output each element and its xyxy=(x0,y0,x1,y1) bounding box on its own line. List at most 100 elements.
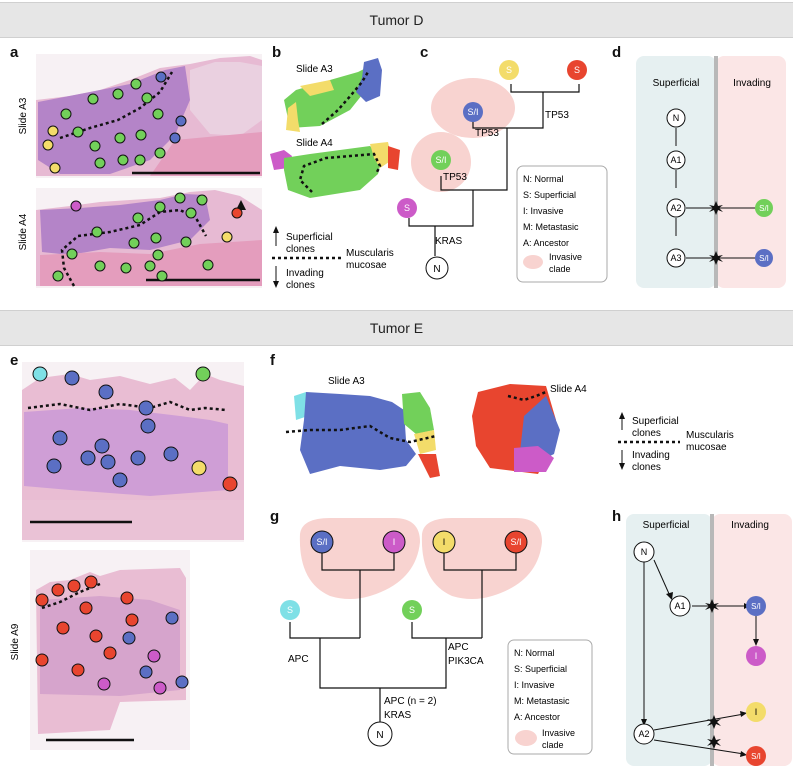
svg-text:S: S xyxy=(506,65,512,75)
svg-text:A1: A1 xyxy=(674,601,685,611)
svg-text:Invasive: Invasive xyxy=(549,252,582,262)
svg-text:M: Metastasic: M: Metastasic xyxy=(523,222,579,232)
svg-text:Superficial: Superficial xyxy=(643,520,690,531)
svg-text:N: N xyxy=(673,113,680,123)
muscularis-line-f xyxy=(285,424,437,444)
panel-h: Superficial Invading xyxy=(626,514,792,768)
panel-g: S/I I I S/I S S N APC APC PIK3CA APC (n … xyxy=(270,510,610,766)
slide-a4-label-b: Slide A4 xyxy=(296,138,333,149)
svg-text:APC: APC xyxy=(448,642,469,653)
clone-dots-e xyxy=(32,366,238,492)
svg-text:Slide A4: Slide A4 xyxy=(550,384,587,395)
svg-text:S: Superficial: S: Superficial xyxy=(514,664,567,674)
svg-text:I: Invasive: I: Invasive xyxy=(523,206,564,216)
svg-text:S/I: S/I xyxy=(435,155,446,165)
svg-text:A1: A1 xyxy=(670,155,681,165)
node-s-pink xyxy=(397,198,417,218)
f-slide-a4-map xyxy=(472,384,560,474)
svg-text:S/I: S/I xyxy=(759,254,769,263)
panel-e: Slide A9 xyxy=(0,350,250,760)
svg-text:S: S xyxy=(287,605,293,615)
svg-text:S/I: S/I xyxy=(510,537,521,547)
slide-a3-clone-map xyxy=(284,58,382,132)
svg-text:Invading: Invading xyxy=(632,450,670,461)
svg-text:N: N xyxy=(376,730,383,741)
svg-text:A2: A2 xyxy=(638,729,649,739)
slide-a3-label: Slide A3 xyxy=(18,97,29,134)
svg-text:Invading: Invading xyxy=(286,268,324,279)
panel-label-d: d xyxy=(612,44,622,61)
svg-text:I: I xyxy=(755,707,758,717)
svg-text:Invasive: Invasive xyxy=(542,728,575,738)
svg-text:I: I xyxy=(393,537,396,547)
svg-text:clones: clones xyxy=(632,462,661,473)
svg-text:A3: A3 xyxy=(670,253,681,263)
svg-text:M: Metastasic: M: Metastasic xyxy=(514,696,570,706)
legend-g: N: Normal S: Superficial I: Invasive M: … xyxy=(507,639,593,755)
svg-text:Muscularis: Muscularis xyxy=(686,430,734,441)
tumor-e-slide-top xyxy=(22,362,244,542)
svg-text:N: Normal: N: Normal xyxy=(523,174,564,184)
slide-a4-clone-map xyxy=(270,142,400,198)
node-s-yellow xyxy=(499,60,519,80)
svg-text:Superficial: Superficial xyxy=(286,232,333,243)
panel-label-a: a xyxy=(10,44,19,61)
clone-dots-a9 xyxy=(35,575,189,695)
muscularis-line-b3 xyxy=(321,71,370,125)
svg-text:S/I: S/I xyxy=(316,537,327,547)
svg-text:A: Ancestor: A: Ancestor xyxy=(514,712,560,722)
muscularis-line-b4 xyxy=(298,152,382,193)
svg-text:Invading: Invading xyxy=(731,520,769,531)
panel-a: Slide A3 Slide A4 xyxy=(0,40,270,300)
legend-b: Superficial clones Muscularis mucosae In… xyxy=(272,226,394,291)
svg-text:S/I: S/I xyxy=(759,204,769,213)
superficial-region-h xyxy=(626,514,712,766)
muscularis-line-e xyxy=(27,400,227,412)
svg-text:A2: A2 xyxy=(670,203,681,213)
invading-region-d xyxy=(716,56,786,288)
clone-dots-a4 xyxy=(52,192,243,282)
tree-c xyxy=(408,84,580,256)
svg-text:S: Superficial: S: Superficial xyxy=(523,190,576,200)
svg-text:Invading: Invading xyxy=(733,78,771,89)
slide-a4-label: Slide A4 xyxy=(18,213,29,250)
svg-text:S/I: S/I xyxy=(751,752,761,761)
tree-g xyxy=(289,552,517,722)
triangle-marker xyxy=(236,200,246,210)
panel-label-c: c xyxy=(420,44,429,61)
svg-text:clade: clade xyxy=(542,740,564,750)
svg-text:I: I xyxy=(755,651,758,661)
svg-text:clones: clones xyxy=(286,244,315,255)
svg-text:S: S xyxy=(404,203,410,213)
svg-text:mucosae: mucosae xyxy=(686,442,727,453)
slide-a9-label: Slide A9 xyxy=(10,623,21,660)
panel-b: Slide A3 Slide A4 Superficial clones Mus… xyxy=(270,50,420,300)
svg-text:APC (n = 2): APC (n = 2) xyxy=(384,696,437,707)
svg-text:I: I xyxy=(443,537,446,547)
panel-d: Superficial Invading N A1 A2 A3 S/I S/I xyxy=(636,56,786,292)
node-n xyxy=(425,256,449,280)
legend-f: Superficial clones Muscularis mucosae In… xyxy=(618,412,734,473)
svg-text:TP53: TP53 xyxy=(545,110,569,121)
muscularis-line-f4 xyxy=(507,390,547,402)
tree-c-nodes xyxy=(397,60,587,280)
banner-tumor-e: Tumor E xyxy=(0,310,793,346)
svg-text:S: S xyxy=(409,605,415,615)
svg-text:Slide A3: Slide A3 xyxy=(328,376,365,387)
svg-text:S/I: S/I xyxy=(751,602,761,611)
svg-text:N: N xyxy=(641,547,648,557)
banner-tumor-d: Tumor D xyxy=(0,2,793,38)
node-s-red xyxy=(567,60,587,80)
svg-text:I: Invasive: I: Invasive xyxy=(514,680,555,690)
burst-icons-d xyxy=(709,201,723,265)
burst-icons-h xyxy=(705,599,721,749)
svg-text:KRAS: KRAS xyxy=(435,236,463,247)
muscularis-line-a9 xyxy=(41,582,101,610)
svg-text:clade: clade xyxy=(549,264,571,274)
legend-c: N: Normal S: Superficial I: Invasive M: … xyxy=(516,165,608,283)
panel-label-f: f xyxy=(270,352,275,369)
panel-f: Slide A3 Slide A4 Superficial clones Mus… xyxy=(270,350,793,490)
svg-text:N: N xyxy=(433,264,440,275)
svg-text:clones: clones xyxy=(286,280,315,291)
svg-text:TP53: TP53 xyxy=(475,128,499,139)
